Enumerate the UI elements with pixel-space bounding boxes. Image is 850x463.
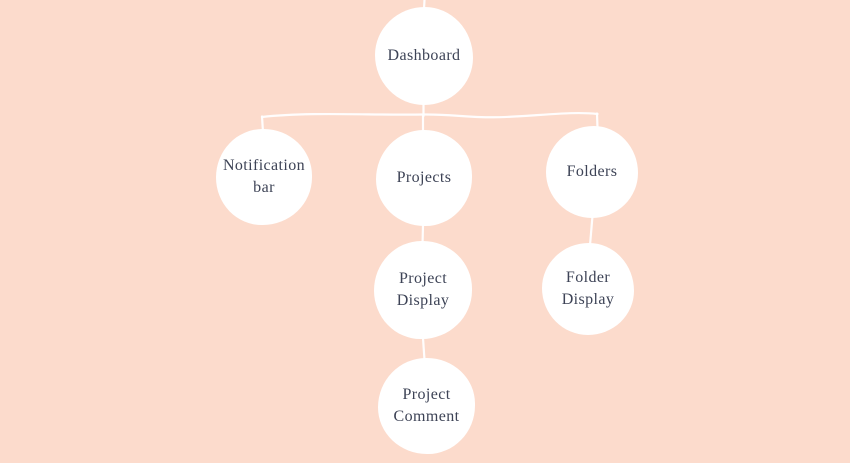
node-project-comment[interactable]: Project Comment	[378, 358, 475, 454]
node-folders[interactable]: Folders	[546, 126, 638, 218]
node-projects-label: Projects	[396, 168, 452, 186]
node-notification-bar-label: Notification bar	[222, 156, 306, 196]
node-project-comment-label: Project Comment	[393, 385, 460, 425]
node-project-display-label: Project Display	[396, 269, 450, 309]
node-dashboard[interactable]: Dashboard	[375, 7, 473, 105]
edge-branch-horizontal	[260, 111, 599, 119]
node-folders-label: Folders	[566, 162, 618, 180]
node-folder-display[interactable]: Folder Display	[542, 243, 634, 335]
edge-project-display-comment	[421, 336, 426, 362]
node-project-display[interactable]: Project Display	[374, 241, 472, 339]
node-notification-bar[interactable]: Notification bar	[216, 129, 312, 225]
node-dashboard-label: Dashboard	[387, 46, 461, 64]
edge-folders-folder-display	[588, 214, 594, 247]
node-projects[interactable]: Projects	[376, 130, 472, 226]
node-folder-display-label: Folder Display	[561, 268, 615, 308]
